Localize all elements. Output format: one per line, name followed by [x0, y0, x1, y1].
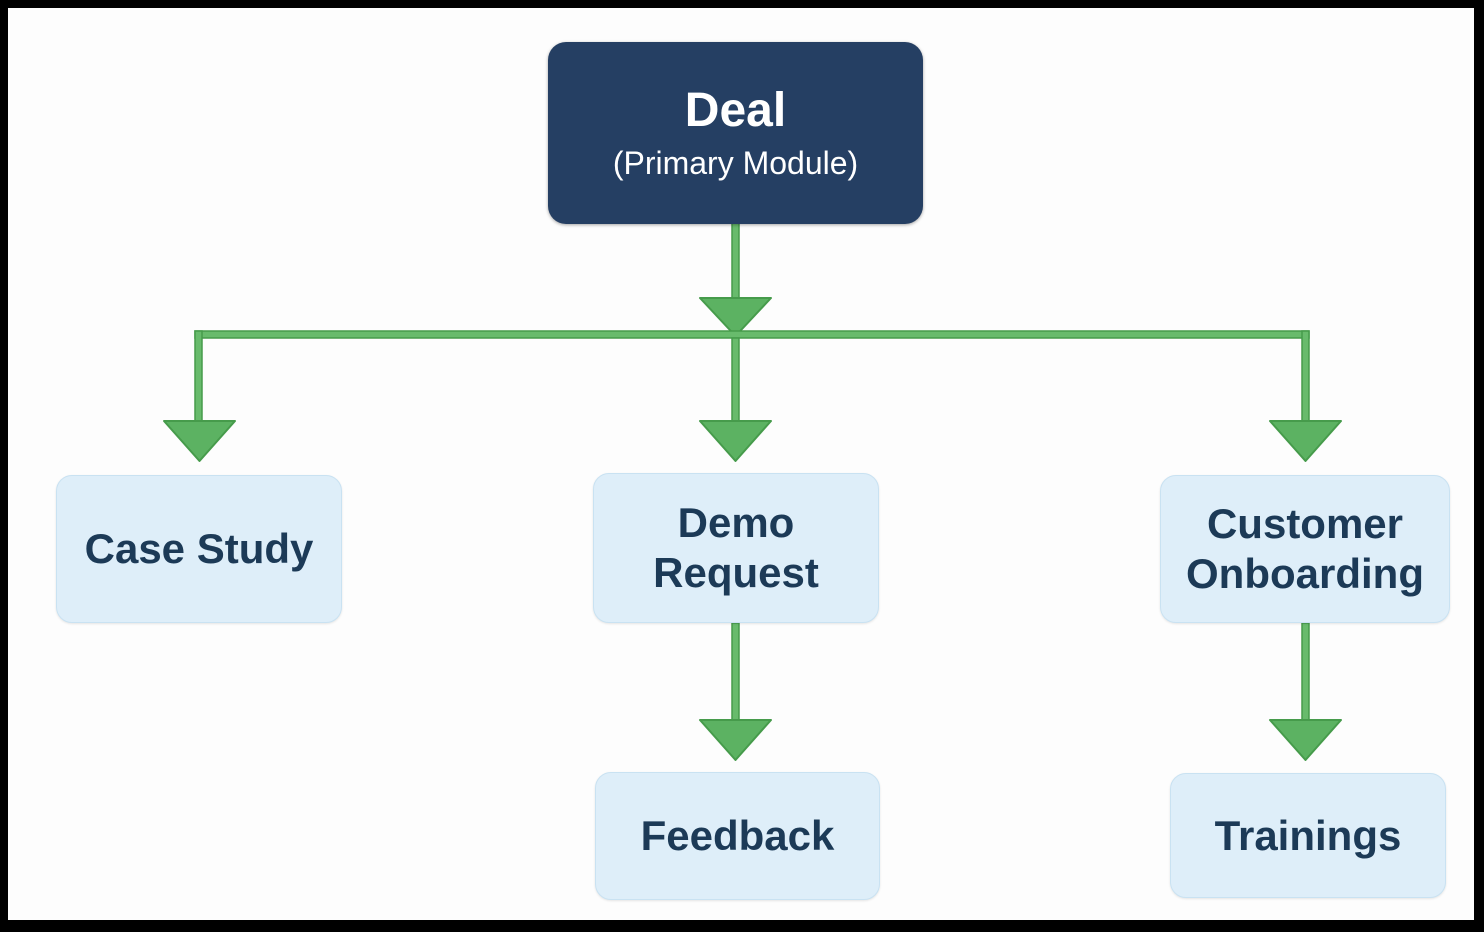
- node-deal-subtitle: (Primary Module): [612, 144, 859, 181]
- node-case-study-label: Case Study: [84, 525, 314, 573]
- node-deal-title: Deal: [684, 84, 787, 137]
- node-feedback-label: Feedback: [640, 812, 835, 860]
- node-demo-request-label: Demo Request: [653, 499, 819, 596]
- node-case-study: Case Study: [56, 475, 342, 623]
- node-demo-request: Demo Request: [593, 473, 879, 623]
- node-feedback: Feedback: [595, 772, 880, 900]
- node-customer-onboarding-label: Customer Onboarding: [1186, 500, 1424, 597]
- node-trainings-label: Trainings: [1214, 811, 1402, 859]
- node-customer-onboarding: Customer Onboarding: [1160, 475, 1450, 623]
- node-trainings: Trainings: [1170, 773, 1446, 898]
- node-deal: Deal (Primary Module): [548, 42, 923, 224]
